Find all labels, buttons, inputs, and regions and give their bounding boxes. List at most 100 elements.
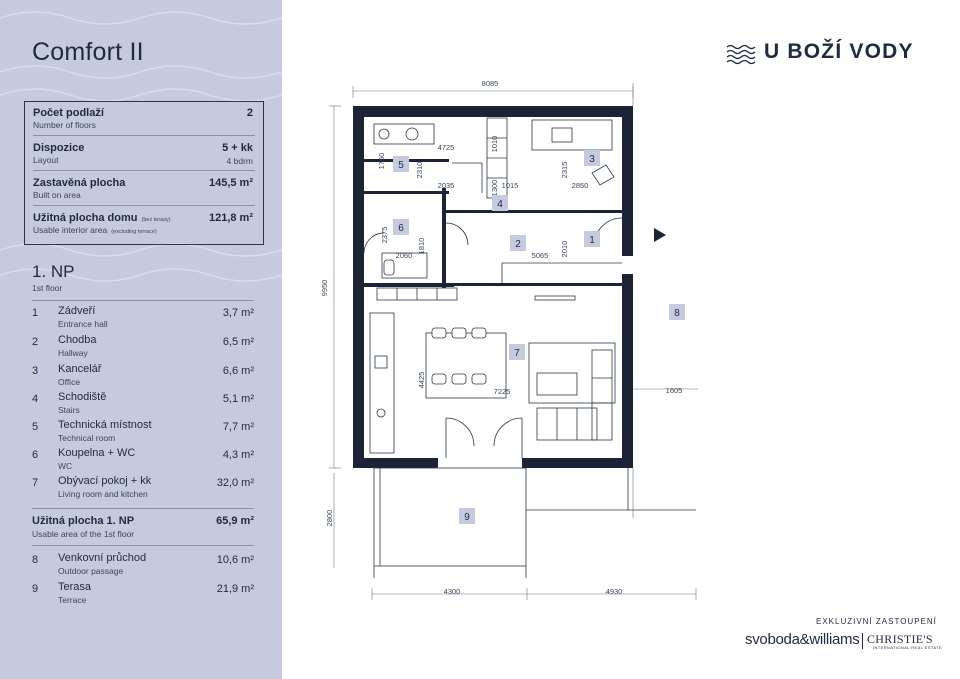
- room-name: Schodiště: [58, 391, 107, 403]
- room-label-4: 4: [497, 199, 503, 210]
- brand-name: U BOŽÍ VODY: [764, 40, 914, 63]
- room-number: 9: [32, 583, 39, 595]
- dimension-lines: [329, 83, 698, 600]
- room-name: Terasa: [58, 581, 92, 593]
- room-area: 3,7 m²: [222, 307, 254, 319]
- room-name-en: Office: [58, 377, 81, 387]
- room-name-en: Stairs: [58, 405, 80, 415]
- exclusive-label: EXKLUZIVNÍ ZASTOUPENÍ: [816, 617, 937, 626]
- summary-divider: [33, 205, 255, 206]
- summary-usable-sub: Usable interior area: [33, 225, 108, 235]
- dim-2315: 2315: [560, 162, 569, 179]
- room-label-2: 2: [515, 239, 521, 250]
- room-name-en: Outdoor passage: [58, 566, 124, 576]
- room-name-en: Technical room: [58, 433, 116, 443]
- dimension-labels: 8085 9950 2800 4300 4930 1605 1750 4725 …: [322, 79, 682, 596]
- floor-total: Užitná plocha 1. NP Usable area of the 1…: [32, 515, 254, 541]
- entrance-arrow-icon: [654, 228, 666, 242]
- room-label-box: [510, 235, 526, 251]
- room-label-box: [459, 508, 475, 524]
- dim-2035: 2035: [438, 181, 455, 190]
- room-name-en: Entrance hall: [58, 319, 108, 329]
- room-label-3: 3: [589, 154, 595, 165]
- summary-built-value: 145,5 m²: [208, 177, 253, 189]
- room-area: 21,9 m²: [216, 583, 254, 595]
- floor-total-sub: Usable area of the 1st floor: [32, 529, 135, 539]
- room-label-6: 6: [398, 223, 404, 234]
- room-name: Zádveří: [58, 305, 96, 317]
- dim-terrace-left: 2800: [325, 510, 334, 527]
- dim-5065: 5065: [532, 251, 549, 260]
- room-area: 7,7 m²: [222, 421, 254, 433]
- summary-layout-label: Dispozice: [33, 142, 85, 154]
- partner-logo-sub: INTERNATIONAL REAL ESTATE: [873, 645, 943, 650]
- partner-logo: CHRISTIE'S: [867, 632, 933, 646]
- dim-bottom-right: 4930: [606, 587, 623, 596]
- room-name: Chodba: [58, 334, 97, 346]
- summary-divider: [33, 170, 255, 171]
- summary-box: Počet podlaží Number of floors 2 Dispozi…: [24, 101, 264, 245]
- room-list-divider: [32, 300, 254, 301]
- room-area: 10,6 m²: [216, 554, 254, 566]
- summary-floors-sub: Number of floors: [33, 120, 96, 130]
- room-number: 4: [32, 393, 39, 405]
- room-label-7: 7: [514, 348, 520, 359]
- dim-4725: 4725: [438, 143, 455, 152]
- dim-1015: 1015: [502, 181, 519, 190]
- outdoor-item: 9 Terasa Terrace 21,9 m²: [32, 581, 254, 607]
- dim-1300: 1300: [490, 180, 499, 197]
- info-sidebar: Comfort II Počet podlaží Number of floor…: [0, 0, 282, 679]
- room-item: 2 Chodba Hallway 6,5 m²: [32, 334, 254, 360]
- summary-layout-value-sub: 4 bdrm: [226, 156, 253, 166]
- room-label-box: [584, 231, 600, 247]
- summary-built-label: Zastavěná plocha: [33, 177, 126, 189]
- summary-floors: Počet podlaží Number of floors 2: [33, 107, 255, 130]
- room-area: 6,6 m²: [222, 365, 254, 377]
- room-area: 4,3 m²: [222, 449, 254, 461]
- wave-pattern-decoration: [0, 11, 282, 282]
- dim-2010: 2010: [560, 241, 569, 258]
- logo-separator: [862, 633, 863, 649]
- room-number: 1: [32, 307, 39, 319]
- room-label-box: [393, 219, 409, 235]
- dim-2060: 2060: [396, 251, 413, 260]
- waves-logo-icon: [726, 44, 756, 65]
- dim-right: 1605: [666, 386, 683, 395]
- page-title: Comfort II: [32, 38, 144, 66]
- room-labels: 1 2 3 4 5 6 7 8 9: [393, 150, 685, 524]
- room-name: Kancelář: [58, 363, 102, 375]
- room-label-box: [584, 150, 600, 166]
- summary-usable-label: Užitná plocha domu: [33, 212, 138, 224]
- dim-1010: 1010: [490, 136, 499, 153]
- dim-2310: 2310: [415, 162, 424, 179]
- room-number: 6: [32, 449, 39, 461]
- room-name-en: Living room and kitchen: [58, 489, 148, 499]
- dim-top: 8085: [482, 79, 499, 88]
- room-name: Venkovní průchod: [58, 552, 147, 564]
- room-label-1: 1: [589, 235, 595, 246]
- room-name: Obývací pokoj + kk: [58, 475, 152, 487]
- floor-subtitle: 1st floor: [32, 283, 63, 293]
- summary-usable-sub-note: (excluding terrace): [111, 229, 157, 235]
- terrace-outline: [373, 467, 696, 578]
- walls: [353, 106, 633, 468]
- summary-usable-note: (bez terasy): [141, 217, 171, 223]
- room-item: 4 Schodiště Stairs 5,1 m²: [32, 391, 254, 417]
- room-label-8: 8: [674, 308, 680, 319]
- room-label-5: 5: [398, 160, 404, 171]
- outdoor-item: 8 Venkovní průchod Outdoor passage 10,6 …: [32, 552, 254, 578]
- room-item: 1 Zádveří Entrance hall 3,7 m²: [32, 305, 254, 331]
- summary-layout-value: 5 + kk: [222, 142, 253, 154]
- room-item: 7 Obývací pokoj + kk Living room and kit…: [32, 475, 254, 501]
- room-label-box: [492, 195, 508, 211]
- room-label-box: [393, 156, 409, 172]
- room-list-divider: [32, 545, 254, 546]
- room-name-en: Terrace: [58, 595, 87, 605]
- dim-1810: 1810: [417, 238, 426, 255]
- dim-2850: 2850: [572, 181, 589, 190]
- room-area: 5,1 m²: [222, 393, 254, 405]
- room-name-en: Hallway: [58, 348, 88, 358]
- dim-bottom-left: 4300: [444, 587, 461, 596]
- room-label-9: 9: [464, 512, 470, 523]
- summary-built-sub: Built on area: [33, 190, 81, 200]
